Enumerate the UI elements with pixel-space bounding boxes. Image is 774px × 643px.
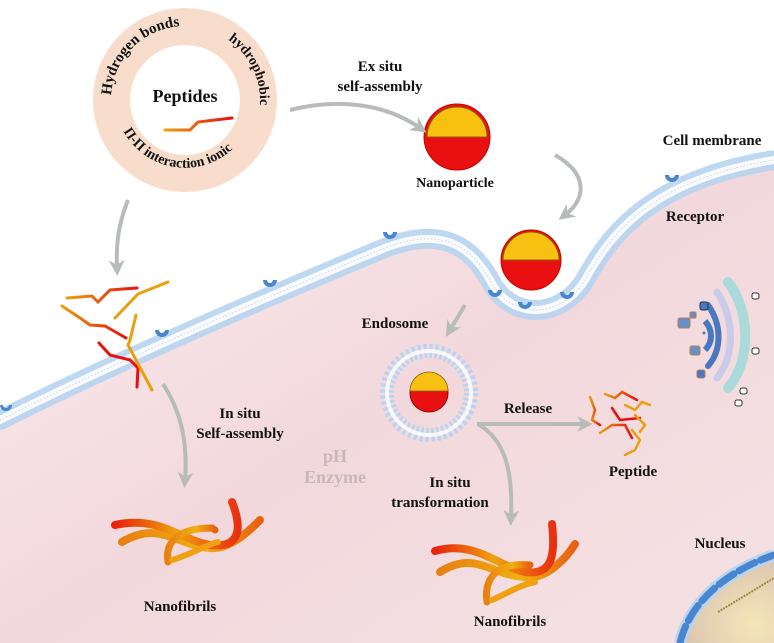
arrow-transformation <box>476 422 520 526</box>
receptor-icon <box>518 302 532 309</box>
nanofibrils-right-label: Nanofibrils <box>473 614 547 630</box>
nucleus <box>674 549 774 643</box>
cell-membrane <box>0 150 774 430</box>
peptide-interaction-ring <box>93 8 277 192</box>
in-situ-transformation-label-2: transformation <box>391 495 489 511</box>
arrow-ring-down <box>108 199 130 276</box>
arrow-ex-situ <box>289 102 427 133</box>
receptor-label: Receptor <box>665 209 725 225</box>
stimulus-ph-label: pH <box>322 446 347 466</box>
endosome-label: Endosome <box>361 316 429 332</box>
receptor-icon <box>263 280 277 287</box>
endosome <box>380 344 478 442</box>
interaction-hydrophobic: hydrophobic <box>226 31 271 106</box>
arrow-endosome <box>445 303 467 337</box>
peptide-cluster-released <box>588 390 652 457</box>
receptor-icon <box>0 405 12 411</box>
receptor-icon <box>665 175 679 182</box>
receptor-icon <box>155 330 169 337</box>
receptors <box>0 175 679 411</box>
nanofibrils-left-label: Nanofibrils <box>143 599 217 615</box>
interaction-pi-ionic: Π-Π interaction ionic <box>120 125 236 171</box>
golgi-apparatus-icon <box>677 277 760 407</box>
receptor-icon <box>383 232 397 239</box>
peptides-center-label: Peptides <box>152 86 218 106</box>
receptor-icon <box>560 292 574 299</box>
cell-membrane-label: Cell membrane <box>662 133 762 149</box>
nanofibrils-icon-left <box>111 498 264 566</box>
interaction-hydrogen-bonds: Hydrogen bonds <box>99 14 180 96</box>
nanoparticle-label: Nanoparticle <box>416 176 494 191</box>
in-situ-self-assembly-label-1: In situ <box>219 406 261 422</box>
nanofibrils-icon-right <box>431 520 579 606</box>
nanoparticle-icon <box>423 103 491 171</box>
stimulus-enzyme-label: Enzyme <box>304 467 366 487</box>
release-label: Release <box>503 401 553 417</box>
peptide-strand-icon <box>163 116 234 132</box>
nucleus-label: Nucleus <box>694 536 746 552</box>
receptor-icon <box>488 290 502 297</box>
arrows <box>108 102 593 526</box>
arrow-to-membrane <box>554 153 583 220</box>
arrow-in-situ <box>161 382 194 488</box>
peptide-cluster-left <box>60 280 170 392</box>
in-situ-transformation-label-1: In situ <box>429 475 471 491</box>
ex-situ-label-2: self-assembly <box>337 79 423 95</box>
nanoparticle-bound-icon <box>500 229 562 291</box>
peptide-label: Peptide <box>608 464 658 480</box>
ex-situ-label-1: Ex situ <box>357 59 403 75</box>
in-situ-self-assembly-label-2: Self-assembly <box>196 426 284 442</box>
